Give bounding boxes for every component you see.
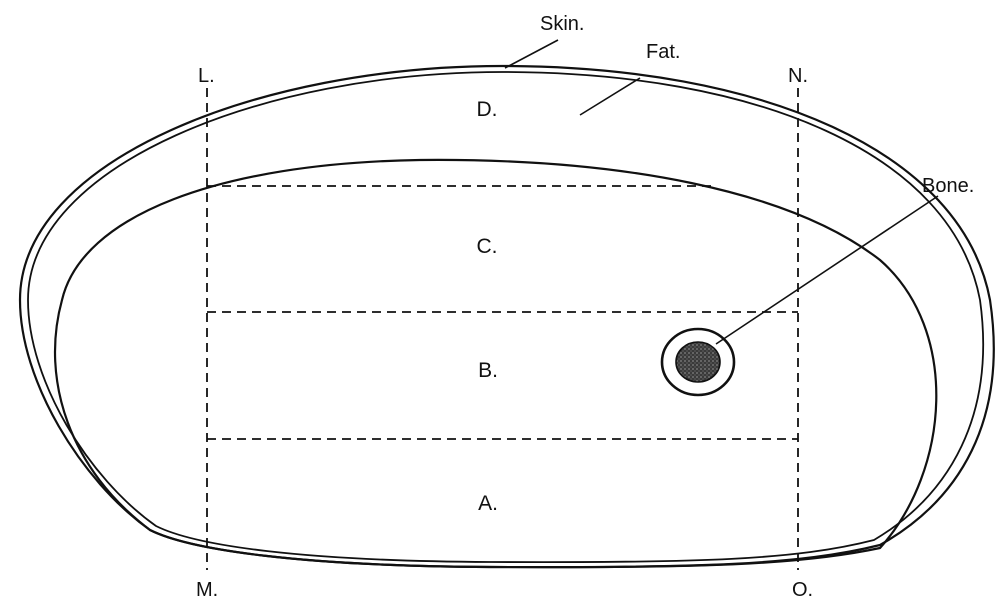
bone [660,327,736,397]
corner-label-n: N. [788,65,808,87]
region-label-a: A. [478,492,498,515]
bone-leader-line [715,195,939,345]
region-label-b: B. [478,359,498,382]
corner-label-o: O. [792,579,813,601]
bone-label: Bone. [922,175,974,197]
region-label-d: D. [477,98,498,121]
corner-label-m: M. [196,579,218,601]
skin-label: Skin. [540,13,584,35]
corner-label-l: L. [198,65,215,87]
fat-leader-line [579,77,641,116]
region-label-c: C. [477,235,498,258]
fat-muscle-boundary [53,158,938,569]
fat-label: Fat. [646,41,680,63]
skin-inner-line [27,71,984,564]
skin-leader-line [504,39,559,69]
bone-marrow [675,341,721,383]
